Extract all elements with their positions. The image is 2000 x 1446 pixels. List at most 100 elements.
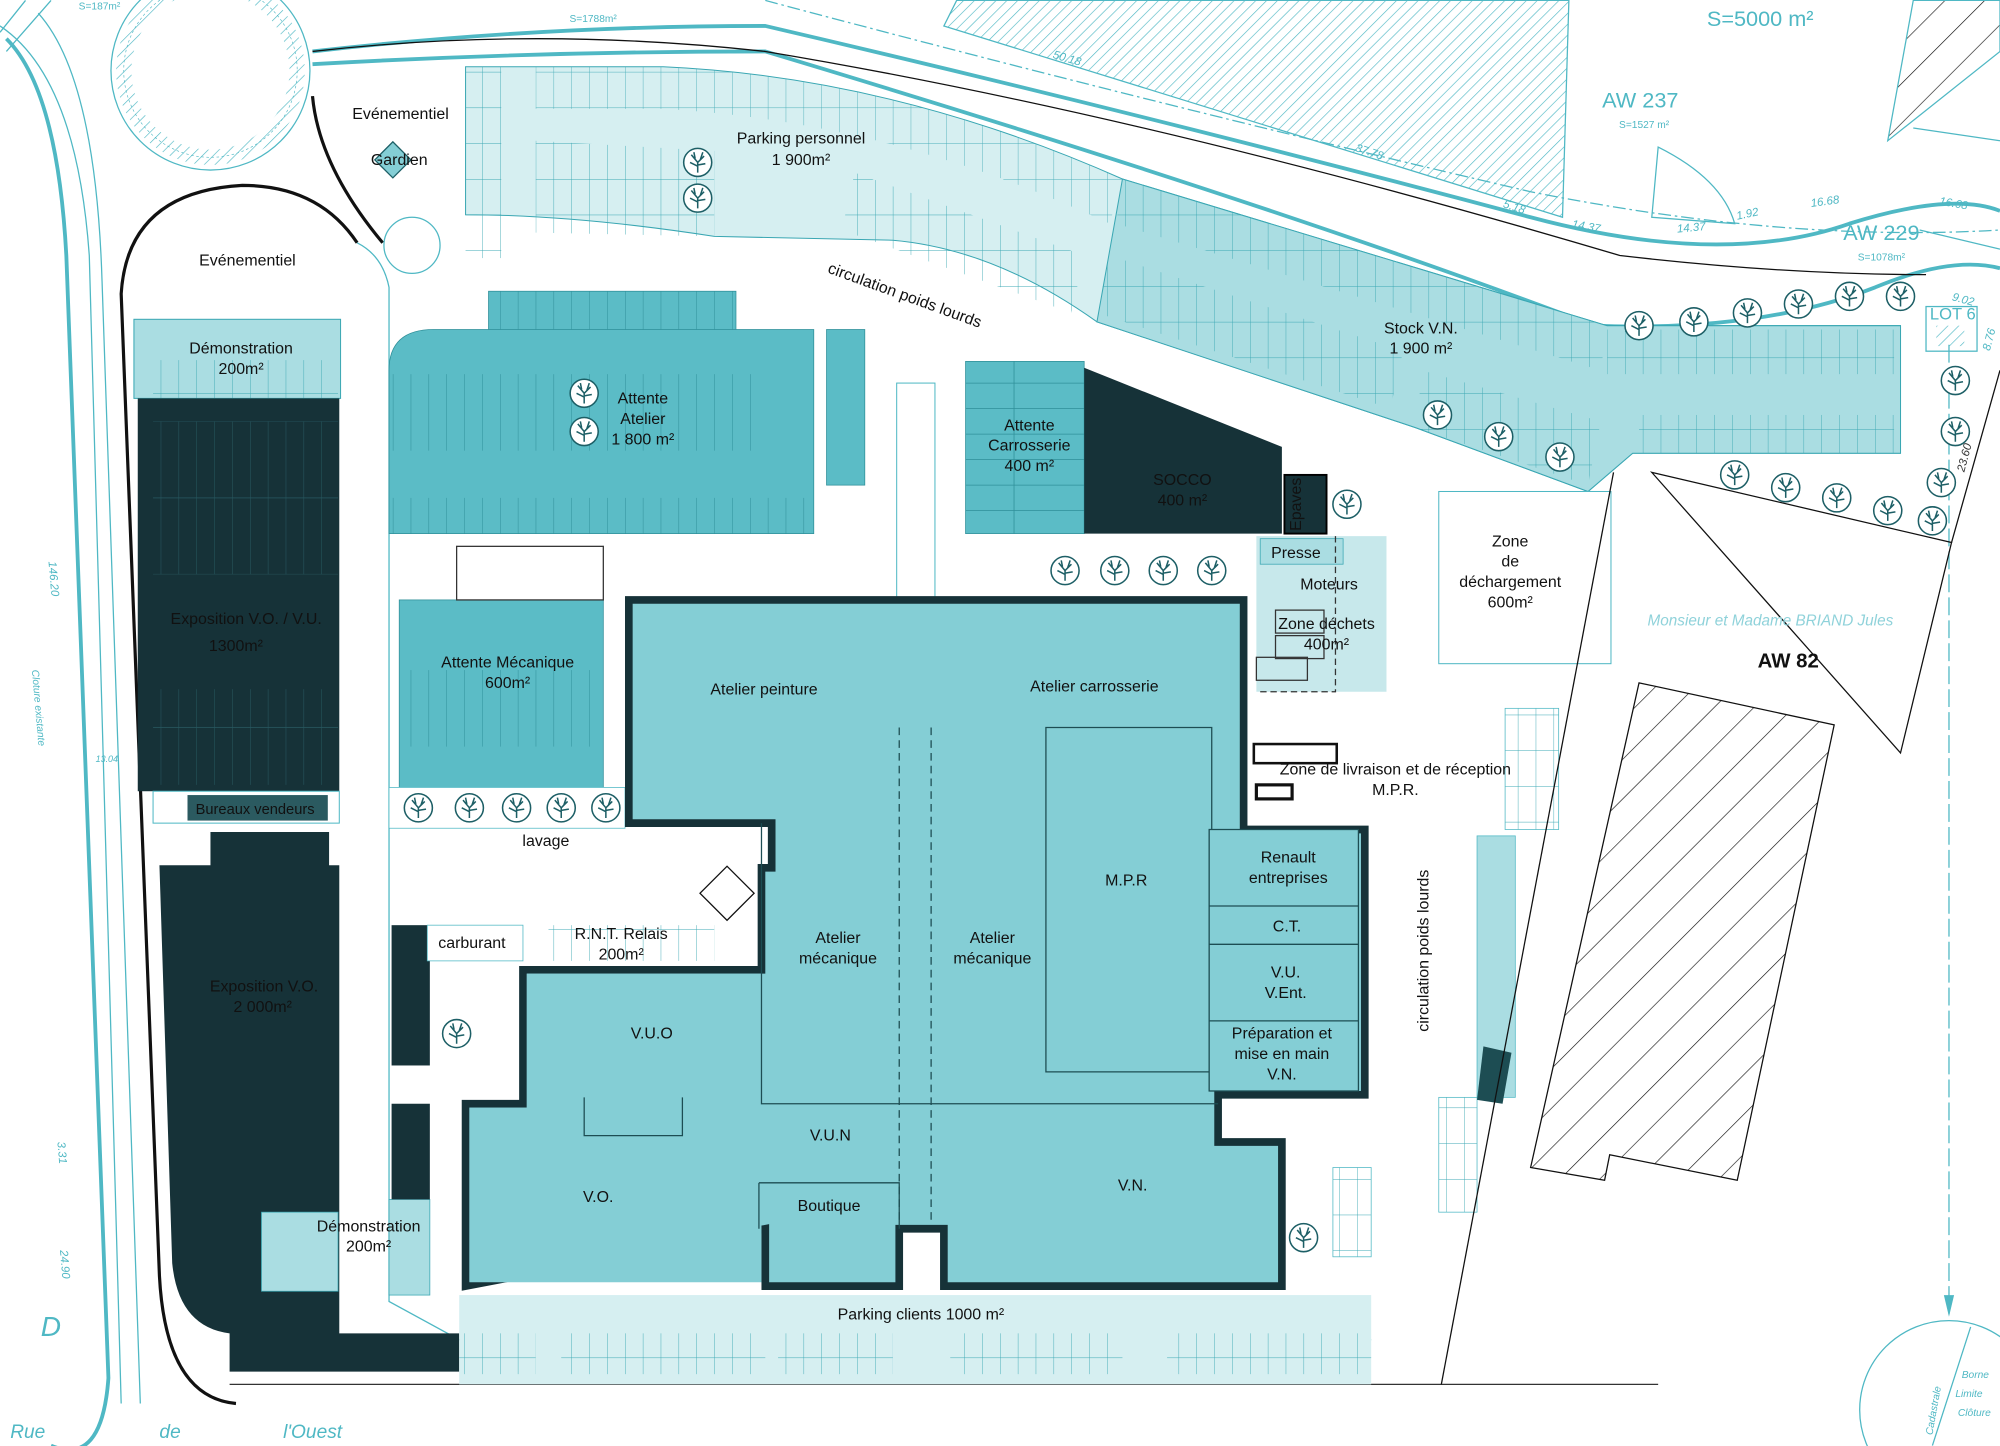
label-preparation-2: mise en main: [1234, 1046, 1329, 1063]
tree-icon: [1719, 460, 1750, 490]
zone-labels: Evénementiel Gardien Evénementiel Démons…: [171, 106, 1562, 1323]
cad-s1527: S=1527 m²: [1619, 120, 1670, 131]
street-name-rue: Rue: [10, 1422, 45, 1443]
label-stock-vn: Stock V.N.: [1384, 320, 1458, 337]
label-boutique: Boutique: [798, 1198, 861, 1215]
tree-icon: [1288, 1222, 1319, 1253]
tree-icon: [1679, 307, 1709, 337]
label-exposition-vo-vu: Exposition V.O. / V.U.: [171, 611, 322, 628]
tree-icon: [1732, 298, 1763, 328]
label-lavage: lavage: [522, 833, 569, 850]
label-zone-dechargement-area: 600m²: [1488, 595, 1533, 612]
cad-aw229: AW 229: [1843, 220, 1919, 245]
label-zone-livraison: Zone de livraison et de réception: [1280, 762, 1511, 779]
tree-icon: [454, 793, 485, 823]
tree-icon: [1332, 489, 1362, 520]
parcel-aw82: [1649, 471, 1953, 755]
tree-icon: [682, 147, 713, 178]
label-mpr: M.P.R: [1105, 873, 1147, 890]
label-zone-dechets-area: 400m²: [1304, 637, 1349, 654]
label-demonstration-bottom: Démonstration: [317, 1218, 421, 1235]
label-atelier-peinture: Atelier peinture: [710, 681, 817, 698]
gardien-booth: [373, 140, 412, 179]
tree-icon: [546, 793, 577, 823]
tree-icon: [1545, 442, 1575, 472]
epaves-zone: [1283, 473, 1328, 535]
label-vu-vent-2: V.Ent.: [1265, 985, 1307, 1002]
label-demonstration-top-area: 200m²: [218, 361, 263, 378]
tree-icon: [1483, 421, 1514, 452]
cadastral-labels: S=5000 m² AW 237 S=1527 m² AW 229 S=1078…: [10, 1, 1998, 1443]
cad-cloture: Cloture existante: [29, 669, 47, 746]
tree-icon: [591, 793, 621, 823]
label-evenementiel-left: Evénementiel: [199, 253, 296, 270]
cad-d: D: [41, 1311, 61, 1342]
dim-label: 13.04: [96, 754, 118, 764]
label-vun: V.U.N: [810, 1128, 851, 1145]
label-zone-dechargement: Zone: [1492, 533, 1528, 550]
label-moteurs: Moteurs: [1300, 577, 1358, 594]
legend-limite: Limite: [1955, 1389, 1983, 1400]
label-attente-atelier-area: 1 800 m²: [611, 431, 674, 448]
tree-icon: [1148, 555, 1179, 586]
dim-label: 16.68: [1810, 194, 1841, 210]
legend-borne: Borne: [1962, 1370, 1990, 1381]
label-rnt-relais-area: 200m²: [599, 947, 644, 964]
tree-icon: [501, 793, 532, 823]
label-epaves: Epaves: [1288, 478, 1305, 531]
tree-icon: [441, 1018, 472, 1049]
cad-owner: Monsieur et Madame BRIAND Jules: [1648, 612, 1894, 629]
cad-s1788: S=1788m²: [569, 14, 617, 25]
tree-icon: [569, 416, 599, 447]
hatched-building: [1529, 682, 1835, 1182]
label-presse: Presse: [1271, 545, 1321, 562]
label-attente-atelier: Attente: [618, 390, 669, 407]
label-parking-personnel-area: 1 900m²: [772, 152, 830, 169]
label-circulation-poids-lourds-right: circulation poids lourds: [1416, 870, 1433, 1032]
label-attente-carrosserie: Attente: [1004, 417, 1055, 434]
dim-label: 9.02: [1951, 291, 1976, 309]
label-parking-personnel: Parking personnel: [737, 130, 865, 147]
tree-icon: [1917, 506, 1948, 536]
tree-icon: [682, 183, 713, 213]
label-preparation: Préparation et: [1232, 1026, 1333, 1043]
label-exposition-vo-area: 2 000m²: [234, 999, 292, 1016]
dim-label: 16.68: [1938, 196, 1969, 213]
label-exposition-vo-vu-area: 1300m²: [209, 638, 263, 655]
label-gardien: Gardien: [371, 152, 428, 169]
label-atelier-mecanique-2b: mécanique: [953, 950, 1031, 967]
tree-icon: [1940, 365, 1971, 396]
label-zone-livraison-2: M.P.R.: [1372, 782, 1419, 799]
label-exposition-vo: Exposition V.O.: [210, 978, 318, 995]
label-rnt-relais: R.N.T. Relais: [575, 926, 668, 943]
cad-aw82: AW 82: [1758, 651, 1819, 673]
tree-icon: [569, 378, 599, 409]
street-name-ouest: l'Ouest: [283, 1422, 343, 1443]
street-name-de: de: [159, 1422, 180, 1443]
label-socco-area: 400 m²: [1158, 493, 1208, 510]
tree-icon: [1050, 555, 1080, 586]
label-carburant: carburant: [438, 935, 506, 952]
label-atelier-mecanique-1: Atelier: [815, 930, 861, 947]
label-socco: SOCCO: [1153, 472, 1211, 489]
dim-label: 8.76: [1981, 327, 1999, 352]
label-vn: V.N.: [1118, 1177, 1148, 1194]
tree-icon: [1770, 472, 1801, 503]
label-attente-atelier-2: Atelier: [620, 411, 666, 428]
tree-icon: [1940, 416, 1971, 447]
label-zone-dechargement-2: de: [1501, 554, 1519, 571]
label-zone-dechargement-3: déchargement: [1459, 574, 1561, 591]
tree-icon: [1926, 467, 1957, 498]
exposition-vo-zone: [159, 832, 460, 1372]
tree-icon: [1885, 281, 1916, 312]
label-demonstration-top: Démonstration: [189, 341, 293, 358]
label-attente-carrosserie-area: 400 m²: [1005, 458, 1055, 475]
label-evenementiel-top: Evénementiel: [352, 106, 449, 123]
label-demonstration-bottom-area: 200m²: [346, 1239, 391, 1256]
label-renault-entreprises: Renault: [1261, 850, 1317, 867]
label-atelier-mecanique-2: Atelier: [970, 930, 1016, 947]
cad-s5000: S=5000 m²: [1707, 6, 1814, 31]
dim-label: 24.90: [57, 1249, 72, 1280]
